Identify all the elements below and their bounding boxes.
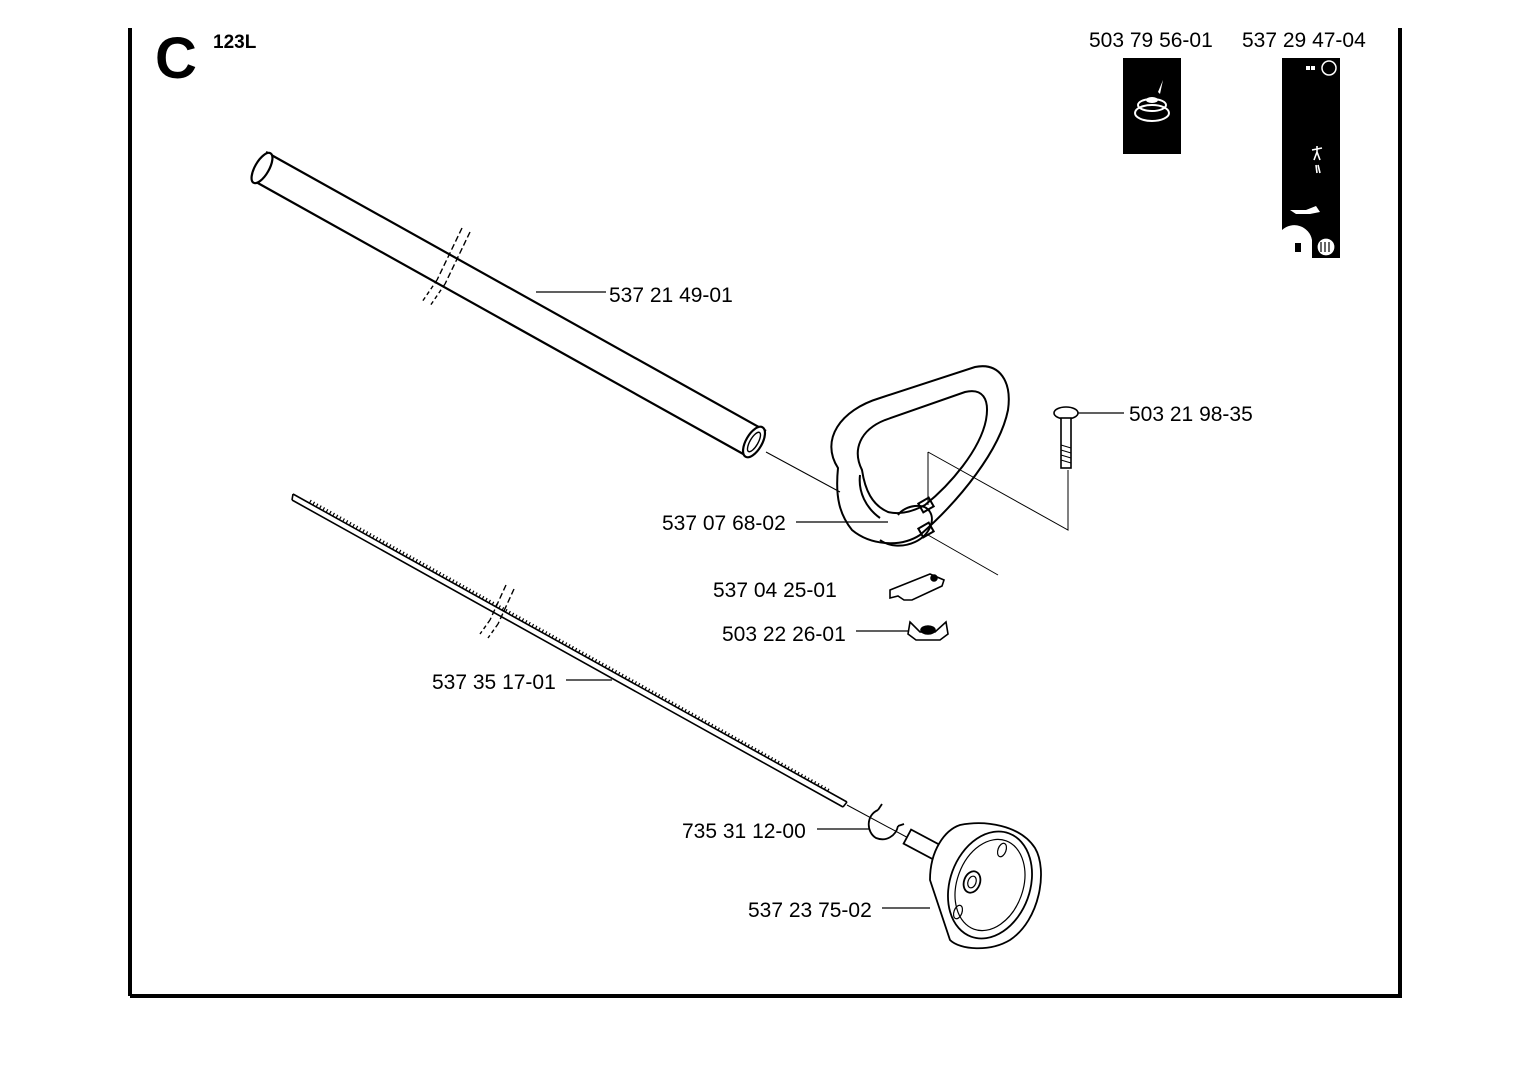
model-label: 123L [213,32,257,53]
label-handle-bracket: 537 04 25-01 [713,579,837,602]
label-clutch-drum: 537 23 75-02 [748,899,872,922]
shaft-tube [250,151,767,459]
accessory-2-part-number: 537 29 47-04 [1242,29,1366,52]
assembly-lines-bolt [927,451,1069,576]
diagram-frame [128,28,1402,998]
label-wing-nut: 503 22 26-01 [722,623,846,646]
label-drive-shaft: 537 35 17-01 [432,671,556,694]
loop-handle [830,365,1010,547]
label-circlip: 735 31 12-00 [682,820,806,843]
wing-nut [907,620,949,641]
manual-booklet-icon [1282,58,1340,258]
section-letter: C [155,26,197,91]
clutch-drum [902,822,1042,950]
accessory-1-part-number: 503 79 56-01 [1089,29,1213,52]
trimmer-head-spool-icon [1123,58,1181,154]
label-loop-handle: 537 07 68-02 [662,512,786,535]
label-shaft-tube: 537 21 49-01 [609,284,733,307]
drive-shaft [291,493,848,808]
assembly-line-shaft-drum [846,804,913,841]
handle-bolt [1053,406,1079,469]
assembly-line-tube-handle [765,451,841,493]
label-handle-bolt: 503 21 98-35 [1129,403,1253,426]
circlip [867,803,905,841]
handle-bracket [889,573,945,601]
